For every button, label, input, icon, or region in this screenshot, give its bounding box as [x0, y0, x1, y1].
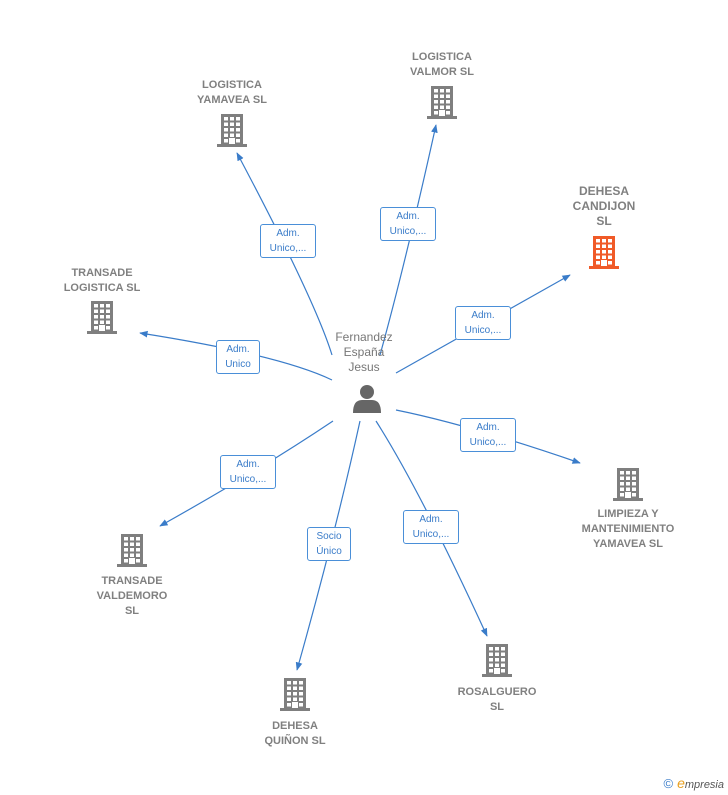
building-icon-dehesa-quinon[interactable]	[280, 678, 310, 711]
company-label-logistica-yamavea[interactable]: LOGISTICA YAMAVEA SL	[197, 79, 267, 106]
building-icon-rosalguero[interactable]	[482, 644, 512, 677]
relation-label-dehesa-quinon[interactable]: Socio Único	[307, 527, 351, 561]
company-label-logistica-valmor[interactable]: LOGISTICA VALMOR SL	[410, 51, 474, 78]
relation-label-rosalguero[interactable]: Adm. Unico,...	[403, 510, 459, 544]
building-icon-limpieza-mantenimiento[interactable]	[613, 468, 643, 501]
company-label-dehesa-candijon[interactable]: DEHESA CANDIJON SL	[572, 184, 636, 228]
building-icon-transade-valdemoro[interactable]	[117, 534, 147, 567]
footer-brand[interactable]: ©empresia	[663, 775, 724, 791]
brand-logo: empresia	[677, 775, 724, 791]
building-icon-logistica-valmor[interactable]	[427, 86, 457, 119]
edge-logistica-valmor	[379, 124, 438, 356]
person-icon[interactable]	[353, 385, 381, 413]
company-label-transade-logistica[interactable]: TRANSADE LOGISTICA SL	[63, 267, 141, 294]
company-label-rosalguero[interactable]: ROSALGUERO SL	[457, 686, 537, 713]
edge-rosalguero	[375, 420, 488, 637]
relation-label-logistica-yamavea[interactable]: Adm. Unico,...	[260, 224, 316, 258]
company-label-limpieza-mantenimiento[interactable]: LIMPIEZA Y MANTENIMIENTO YAMAVEA SL	[581, 508, 675, 550]
company-label-dehesa-quinon[interactable]: DEHESA QUIÑON SL	[264, 720, 326, 747]
building-icon-dehesa-candijon[interactable]	[589, 236, 619, 269]
building-icon-transade-logistica[interactable]	[87, 301, 117, 334]
edge-logistica-yamavea	[236, 152, 333, 356]
relation-label-logistica-valmor[interactable]: Adm. Unico,...	[380, 207, 436, 241]
company-label-transade-valdemoro[interactable]: TRANSADE VALDEMORO SL	[96, 575, 168, 617]
relation-label-transade-valdemoro[interactable]: Adm. Unico,...	[220, 455, 276, 489]
relation-label-limpieza-mantenimiento[interactable]: Adm. Unico,...	[460, 418, 516, 452]
building-icon-logistica-yamavea[interactable]	[217, 114, 247, 147]
relation-label-dehesa-candijon[interactable]: Adm. Unico,...	[455, 306, 511, 340]
copyright-symbol: ©	[663, 776, 674, 791]
relation-label-transade-logistica[interactable]: Adm. Unico	[216, 340, 260, 374]
person-name[interactable]: Fernandez España Jesus	[335, 330, 393, 374]
